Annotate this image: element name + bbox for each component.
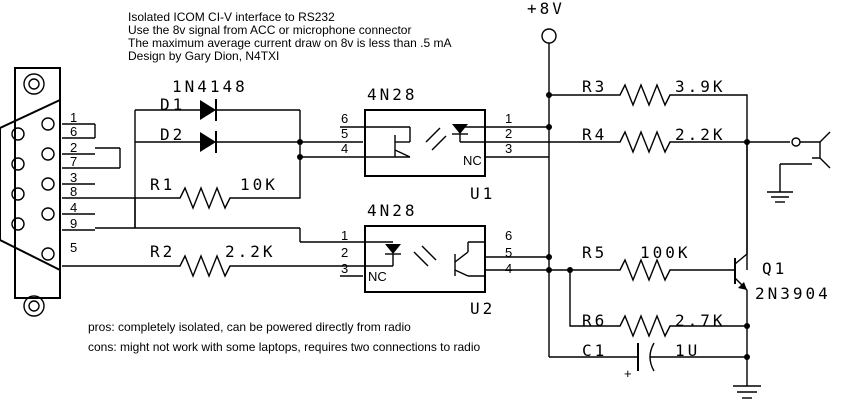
db9-pin-9: 9 (70, 216, 77, 231)
db9-pin-6: 6 (70, 124, 77, 139)
u2-pin-1: 1 (341, 228, 348, 243)
d2-label: D2 (160, 125, 185, 144)
c1-ref: C1 (582, 341, 607, 360)
u1-part: 4N28 (367, 85, 418, 104)
db9-pins: 1 6 2 7 3 8 4 9 5 (62, 110, 95, 255)
resistor-r1 (95, 157, 301, 210)
capacitor-c1 (549, 342, 747, 372)
u2-part: 4N28 (367, 201, 418, 220)
u2-pin-6: 6 (505, 228, 512, 243)
r2-value: 2.2K (225, 242, 276, 261)
r5-ref: R5 (582, 243, 607, 262)
db9-pin-2: 2 (70, 140, 77, 155)
optocoupler-u1 (364, 109, 486, 177)
u1-pin-5: 5 (341, 126, 348, 141)
db9-pin-4: 4 (70, 200, 77, 215)
resistor-r6 (569, 270, 747, 338)
header-line-2: Use the 8v signal from ACC or microphone… (128, 23, 411, 37)
u2-pin-3: 3 (341, 261, 348, 276)
d1-label: D1 (160, 95, 185, 114)
ground-symbol (733, 385, 761, 399)
u2-pin-2: 2 (341, 245, 348, 260)
u2-nc: NC (368, 269, 387, 284)
c1-polarity: + (624, 366, 632, 381)
resistor-r5 (549, 258, 735, 282)
u1-pin-4: 4 (341, 141, 348, 156)
u2-ref: U2 (470, 299, 495, 318)
u2-internals (363, 241, 485, 277)
jack-connector (767, 131, 831, 203)
db9-pin-1: 1 (70, 110, 77, 125)
diode-d2 (135, 131, 300, 153)
u1-pin-3: 3 (505, 141, 512, 156)
r3-ref: R3 (582, 77, 607, 96)
db9-pin-3: 3 (70, 170, 77, 185)
pros-note: pros: completely isolated, can be powere… (88, 320, 411, 334)
db9-pin-7: 7 (70, 154, 77, 169)
r1-value: 10K (240, 175, 278, 194)
db9-pin-5: 5 (70, 240, 77, 255)
header-line-3: The maximum average current draw on 8v i… (128, 36, 451, 50)
r5-value: 100K (640, 243, 691, 262)
supply-label: +8V (527, 0, 565, 18)
r3-value: 3.9K (675, 77, 726, 96)
r6-value: 2.7K (675, 311, 726, 330)
u1-nc: NC (463, 153, 482, 168)
u1-ref: U1 (470, 184, 495, 203)
db9-pin-8: 8 (70, 184, 77, 199)
u1-pin-1: 1 (505, 111, 512, 126)
diode-d1 (135, 99, 300, 121)
u1-pin-6: 6 (341, 111, 348, 126)
header-line-1: Isolated ICOM CI-V interface to RS232 (128, 10, 335, 24)
q1-ref: Q1 (762, 259, 787, 278)
cons-note: cons: might not work with some laptops, … (88, 340, 481, 354)
r6-ref: R6 (582, 311, 607, 330)
c1-value: 1U (675, 341, 700, 360)
optocoupler-u2 (364, 225, 486, 293)
resistor-r2 (62, 254, 363, 278)
u2-pin-4: 4 (505, 261, 512, 276)
header-line-4: Design by Gary Dion, N4TXI (128, 49, 279, 63)
r1-ref: R1 (150, 175, 175, 194)
u1-internals (363, 124, 485, 158)
r2-ref: R2 (150, 242, 175, 261)
u2-pin-5: 5 (505, 245, 512, 260)
r4-ref: R4 (582, 125, 607, 144)
u1-pin-2: 2 (505, 126, 512, 141)
transistor-q1 (734, 142, 748, 291)
resistor-r3 (549, 83, 748, 270)
diode-part-label: 1N4148 (172, 77, 248, 96)
resistor-r4 (485, 130, 790, 154)
supply-terminal (541, 28, 557, 44)
db9-connector (0, 67, 61, 317)
r4-value: 2.2K (675, 125, 726, 144)
q1-part: 2N3904 (755, 284, 831, 303)
